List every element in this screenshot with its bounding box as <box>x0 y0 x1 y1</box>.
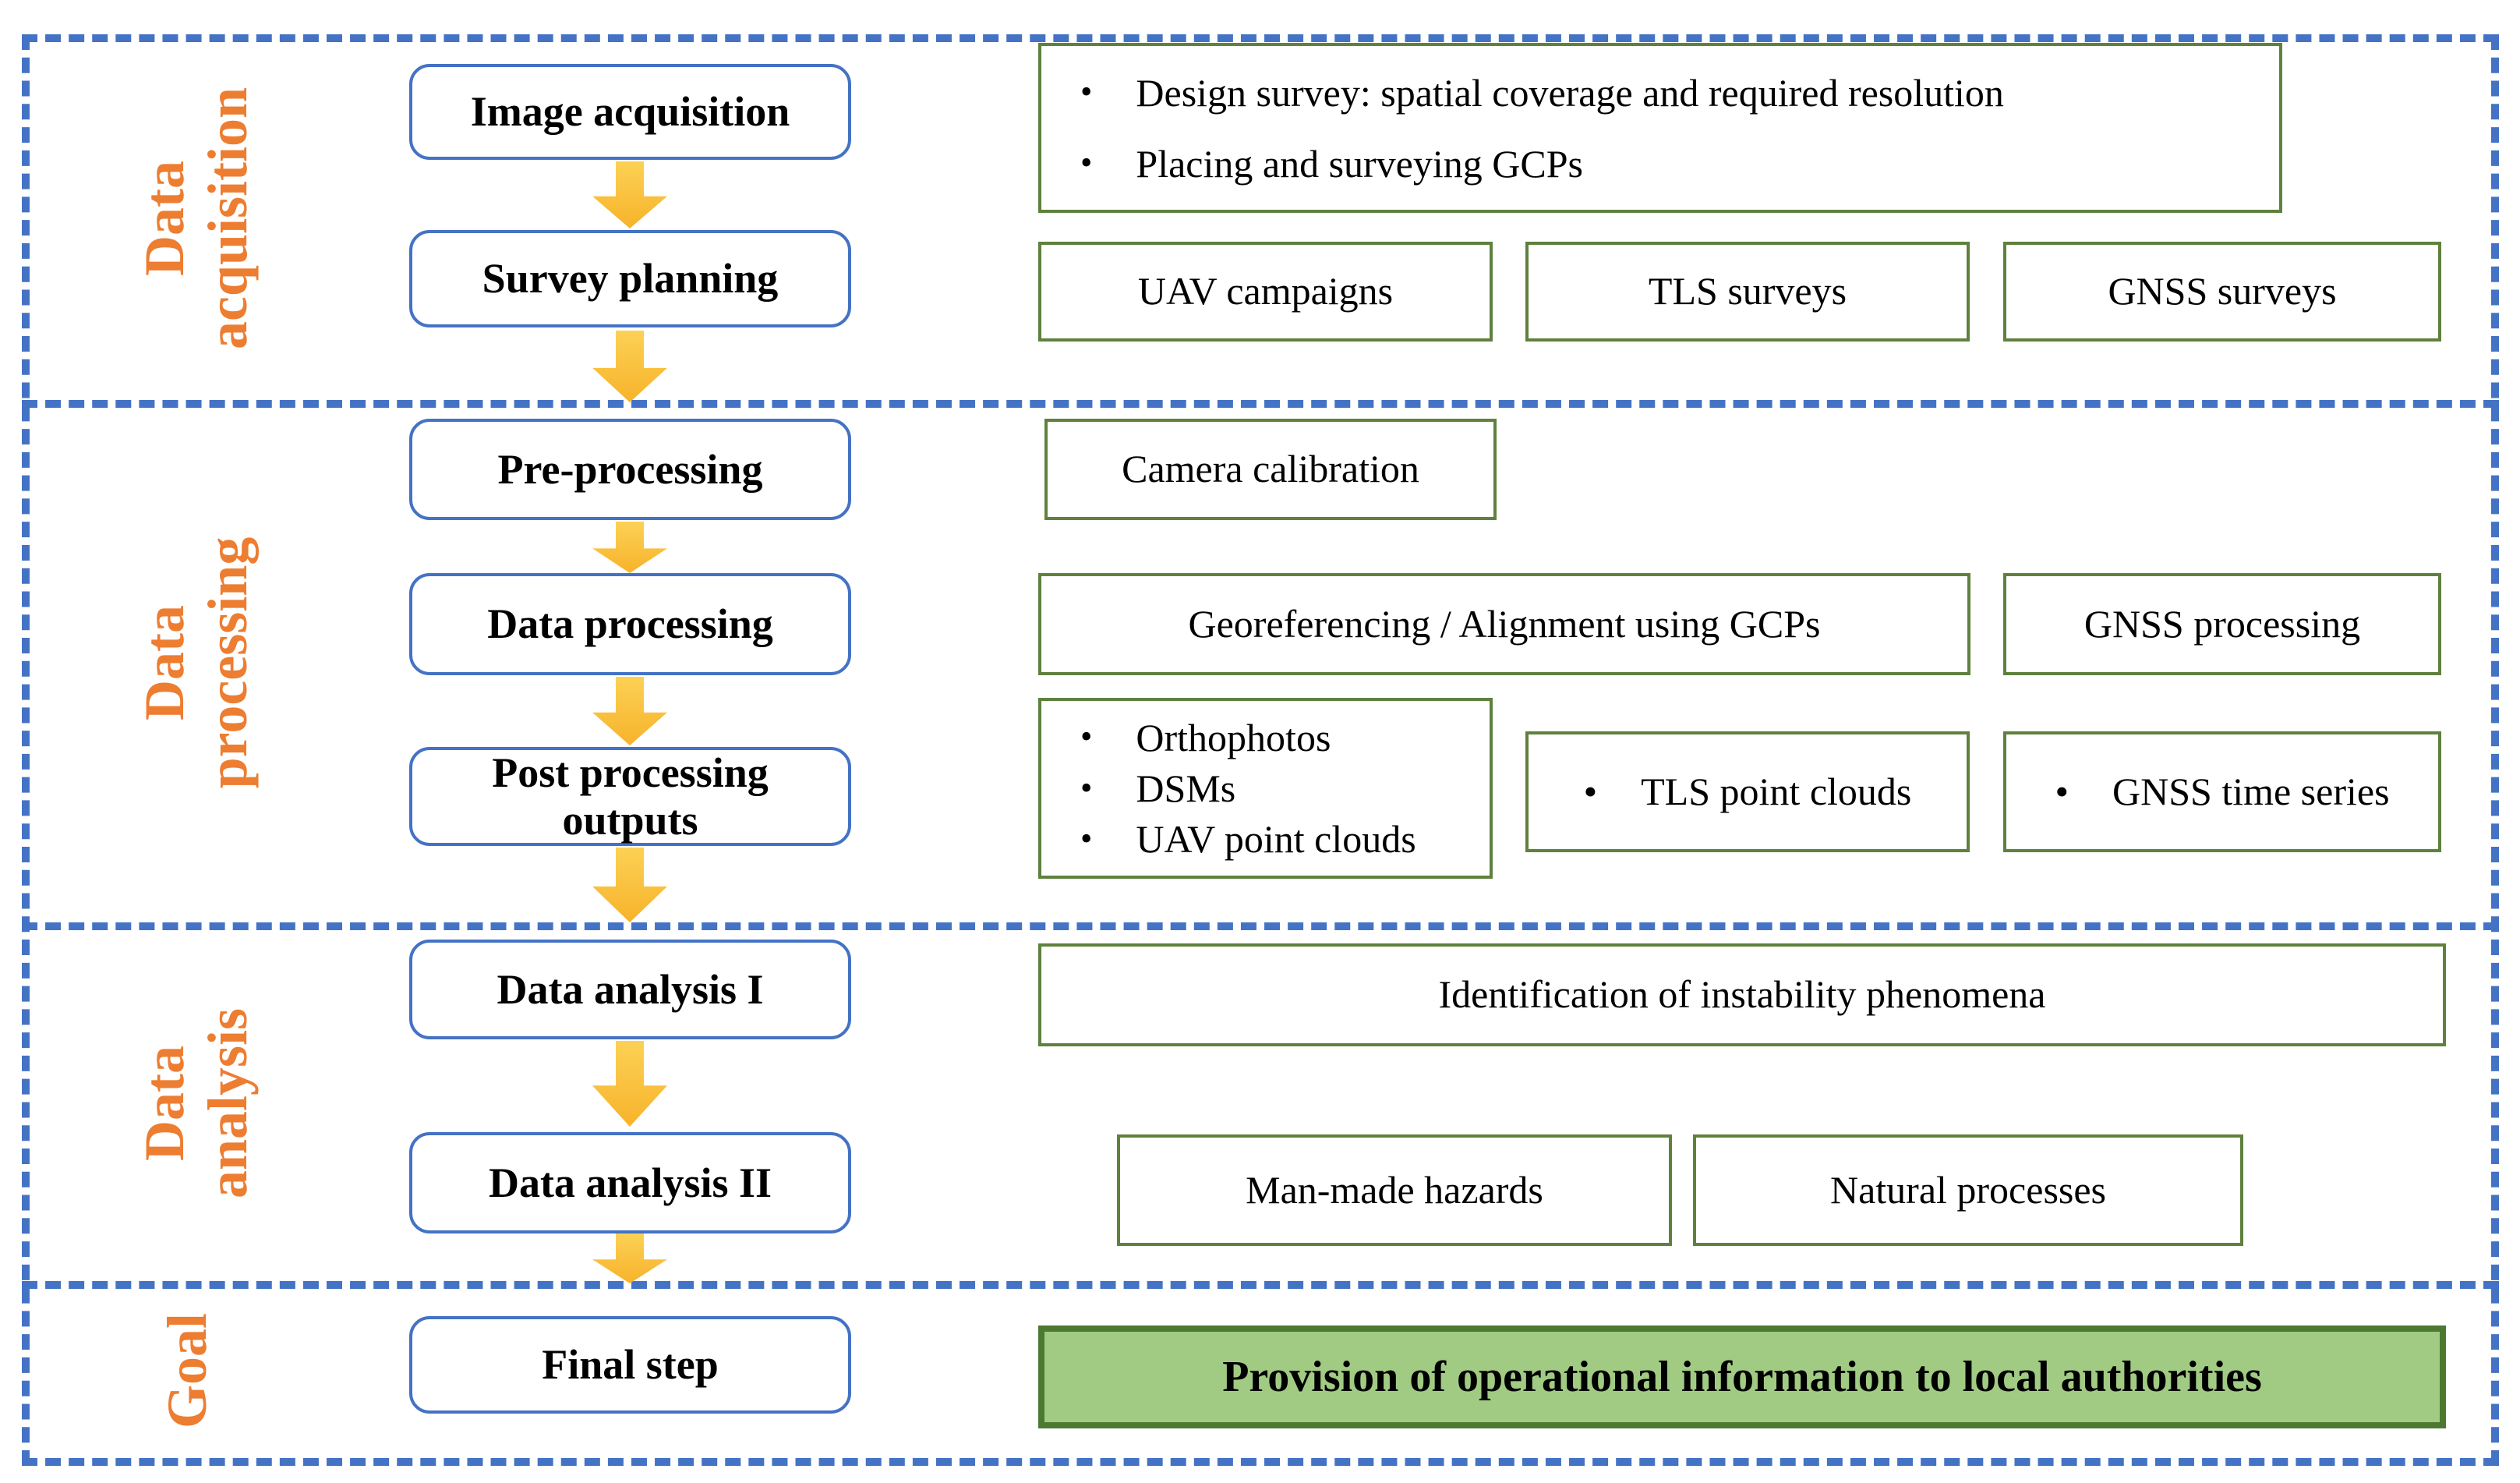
detail-box-gnss-processing: GNSS processing <box>2003 573 2441 675</box>
section-label-goal: Goal <box>152 1285 222 1456</box>
detail-box-gnss-surveys: GNSS surveys <box>2003 242 2441 342</box>
section-label-line: processing <box>196 536 259 789</box>
detail-box-label: GNSS time series <box>2112 769 2390 813</box>
down-arrow-icon <box>592 677 667 745</box>
list-item: • TLS point clouds <box>1584 770 1912 815</box>
list-item: • Orthophotos <box>1080 714 1466 761</box>
goal-box: Provision of operational information to … <box>1038 1325 2446 1428</box>
detail-box-gnss-time-series: • GNSS time series <box>2003 731 2441 852</box>
detail-box-label: Georeferencing / Alignment using GCPs <box>1188 601 1821 646</box>
flow-box-survey-planning: Survey planning <box>409 230 851 327</box>
detail-box-label: TLS point clouds <box>1641 769 1912 813</box>
bullet-glyph: • <box>2055 769 2069 813</box>
down-arrow-icon <box>592 331 667 402</box>
list-item: • DSMs <box>1080 765 1466 812</box>
detail-box-label: Natural processes <box>1829 1167 2107 1212</box>
flow-box-pre-processing: Pre-processing <box>409 419 851 520</box>
detail-box-camera-calibration: Camera calibration <box>1044 419 1497 520</box>
bullet-glyph: • <box>1080 73 1093 111</box>
bullet-glyph: • <box>1583 769 1598 813</box>
list-item: • UAV point clouds <box>1080 816 1466 862</box>
list-item-text: UAV point clouds <box>1136 817 1416 862</box>
section-label-data-acquisition: Data acquisition <box>130 55 263 382</box>
list-item-text: DSMs <box>1136 766 1236 810</box>
section-label-line: Data <box>133 1046 196 1161</box>
flow-box-label: Data analysis II <box>488 1159 772 1206</box>
detail-box-post-processing-products: • Orthophotos • DSMs • UAV point clouds <box>1038 698 1493 879</box>
flow-box-label: Pre-processing <box>497 445 763 493</box>
bullet-glyph: • <box>1080 768 1093 807</box>
detail-box-uav-campaigns: UAV campaigns <box>1038 242 1493 342</box>
flow-box-data-analysis-1: Data analysis I <box>409 940 851 1039</box>
flow-box-post-processing-outputs: Post processing outputs <box>409 747 851 846</box>
down-arrow-icon <box>592 1041 667 1127</box>
section-label-line: Data <box>133 161 196 276</box>
goal-box-label: Provision of operational information to … <box>1222 1353 2262 1401</box>
section-label-data-processing: Data processing <box>130 499 263 826</box>
detail-box-label: UAV campaigns <box>1137 269 1394 313</box>
detail-box-tls-point-clouds: • TLS point clouds <box>1525 731 1970 852</box>
down-arrow-icon <box>592 161 667 228</box>
bullet-glyph: • <box>1080 819 1093 858</box>
detail-box-label: Man-made hazards <box>1246 1167 1543 1212</box>
list-item: • Design survey: spatial coverage and re… <box>1080 69 2256 116</box>
detail-box-natural-processes: Natural processes <box>1693 1134 2243 1246</box>
list-item: • Placing and surveying GCPs <box>1080 140 2256 187</box>
section-separator-2 <box>22 922 2499 930</box>
down-arrow-icon <box>592 848 667 922</box>
list-item-text: Placing and surveying GCPs <box>1136 141 1583 186</box>
flow-box-label: Final step <box>542 1341 719 1389</box>
section-separator-3 <box>22 1281 2499 1289</box>
flow-box-label: Data processing <box>487 600 773 648</box>
section-label-line: analysis <box>196 1007 259 1199</box>
flow-box-data-processing: Data processing <box>409 573 851 675</box>
section-label-line: Data <box>133 605 196 720</box>
list-item-text: Design survey: spatial coverage and requ… <box>1136 70 2004 115</box>
flow-box-data-analysis-2: Data analysis II <box>409 1132 851 1233</box>
down-arrow-icon <box>592 522 667 573</box>
detail-box-label: GNSS surveys <box>2108 269 2337 313</box>
down-arrow-icon <box>592 1233 667 1283</box>
flow-box-final-step: Final step <box>409 1316 851 1414</box>
flow-box-image-acquisition: Image acquisition <box>409 64 851 160</box>
detail-box-tls-surveys: TLS surveys <box>1525 242 1970 342</box>
detail-box-identification: Identification of instability phenomena <box>1038 943 2446 1046</box>
detail-box-label: Identification of instability phenomena <box>1438 972 2046 1017</box>
detail-box-man-made-hazards: Man-made hazards <box>1117 1134 1672 1246</box>
detail-box-acquisition-tasks: • Design survey: spatial coverage and re… <box>1038 43 2282 213</box>
detail-box-label: TLS surveys <box>1648 269 1847 313</box>
flow-box-label: Image acquisition <box>470 88 790 136</box>
section-separator-1 <box>22 400 2499 408</box>
detail-box-georeferencing: Georeferencing / Alignment using GCPs <box>1038 573 1970 675</box>
flow-box-label: Post processing outputs <box>492 749 769 844</box>
section-label-data-analysis: Data analysis <box>130 940 263 1267</box>
flow-box-label: Data analysis I <box>497 965 764 1013</box>
detail-box-label: Camera calibration <box>1122 447 1419 491</box>
detail-box-label: GNSS processing <box>2084 601 2361 646</box>
list-item-text: Orthophotos <box>1136 715 1331 759</box>
section-label-line: acquisition <box>196 87 259 350</box>
bullet-glyph: • <box>1080 143 1093 182</box>
section-label-line: Goal <box>155 1313 218 1429</box>
flow-box-label: Survey planning <box>482 255 779 303</box>
list-item: • GNSS time series <box>2055 770 2389 815</box>
bullet-glyph: • <box>1080 717 1093 756</box>
